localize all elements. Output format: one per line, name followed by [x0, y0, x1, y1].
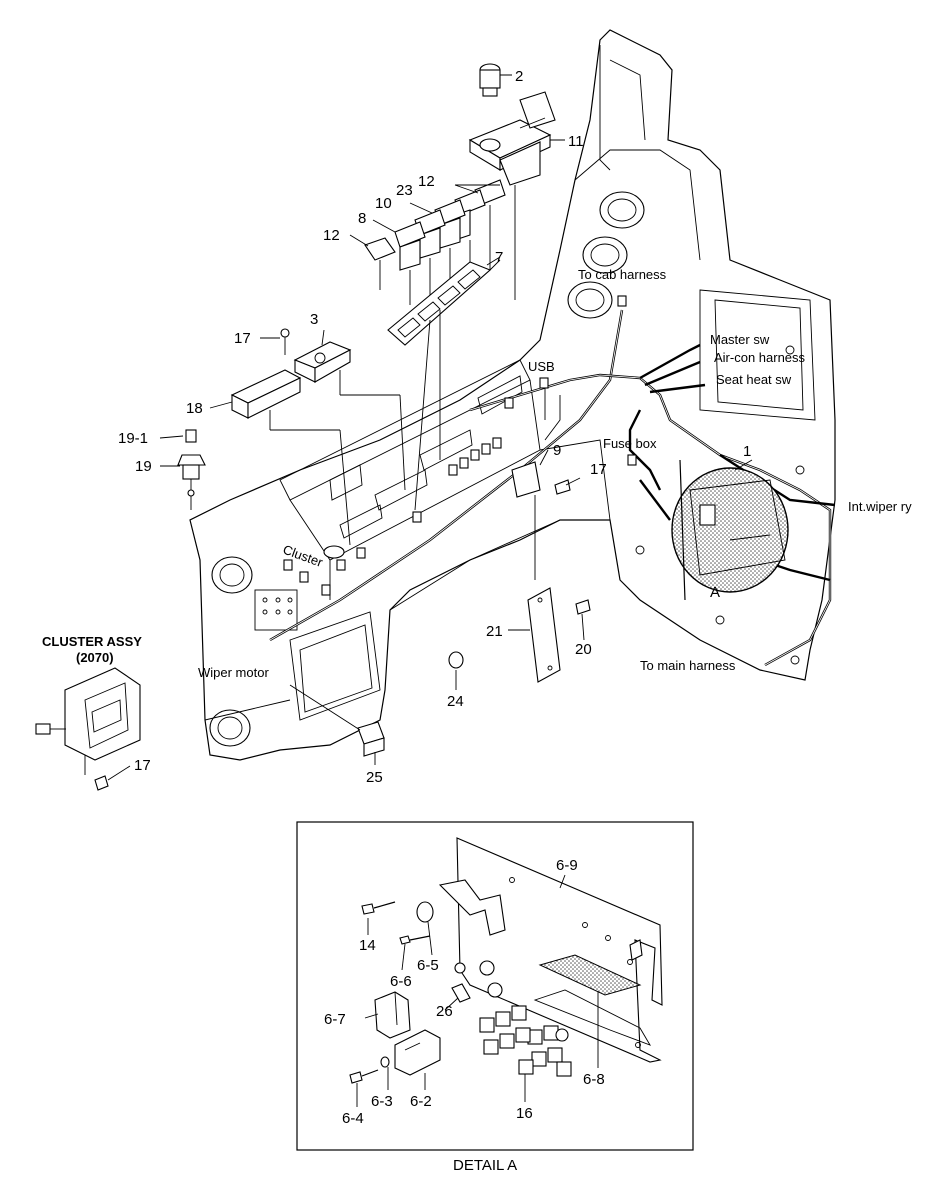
- callout-25: 25: [366, 769, 383, 786]
- label-to-cab-harness: To cab harness: [578, 267, 667, 282]
- cluster-assy: [35, 667, 141, 791]
- callout-20: 20: [575, 641, 592, 658]
- label-wiper-motor: Wiper motor: [198, 665, 269, 680]
- callout-1: 1: [743, 443, 751, 460]
- callout-numbers: 2 11 12 23 10 8 12 7 3 17 18 19-1 19 9 1…: [118, 68, 751, 786]
- callout-17-a: 17: [234, 330, 251, 347]
- callout-21: 21: [486, 623, 503, 640]
- label-aircon-harness: Air-con harness: [714, 350, 806, 365]
- detail-callout-16: 16: [516, 1105, 533, 1122]
- detail-callout-6-4: 6-4: [342, 1110, 364, 1127]
- label-fuse-box: Fuse box: [603, 436, 657, 451]
- detail-callout-6-6: 6-6: [390, 973, 412, 990]
- detail-callout-6-9: 6-9: [556, 857, 578, 874]
- part-17-screws: [280, 328, 571, 495]
- callout-11: 11: [568, 133, 584, 150]
- detail-callout-6-5: 6-5: [417, 957, 439, 974]
- detail-callout-14: 14: [359, 937, 376, 954]
- label-seat-heat-sw: Seat heat sw: [716, 372, 792, 387]
- label-cluster-assy: CLUSTER ASSY: [42, 634, 142, 649]
- callout-7: 7: [495, 249, 503, 266]
- detail-callout-6-7: 6-7: [324, 1011, 346, 1028]
- callout-A: A: [710, 584, 720, 601]
- callout-12-left: 12: [323, 227, 340, 244]
- callout-18: 18: [186, 400, 203, 417]
- leader-lines: [107, 74, 753, 781]
- part-21-plate: [527, 587, 561, 683]
- part-24-grommet: [448, 651, 464, 669]
- callout-3: 3: [310, 311, 318, 328]
- callout-8: 8: [358, 210, 366, 227]
- detail-callout-26: 26: [436, 1003, 453, 1020]
- callout-19-1: 19-1: [118, 430, 148, 447]
- part-20-screw: [575, 599, 591, 615]
- part-18-block: [230, 369, 351, 546]
- relay-block-16: [479, 1005, 572, 1077]
- exploded-parts: [177, 63, 591, 757]
- callout-17-b: 17: [590, 461, 607, 478]
- callout-12-top: 12: [418, 173, 435, 190]
- callout-17-c: 17: [134, 757, 151, 774]
- part-3-switch: [293, 341, 406, 491]
- part-11-housing: [468, 91, 565, 300]
- rocker-switches: [364, 179, 506, 305]
- detail-a-box: 6-9 14 6-5 6-6 26 6-7 6-3 6-2 6-4 16 6-8: [296, 821, 694, 1151]
- callout-19: 19: [135, 458, 152, 475]
- part-25-connector: [357, 721, 385, 757]
- console-panel: [189, 29, 836, 761]
- callout-9: 9: [553, 442, 561, 459]
- part-7-bezel: [387, 259, 501, 511]
- label-master-sw: Master sw: [710, 332, 770, 347]
- detail-callout-6-8: 6-8: [583, 1071, 605, 1088]
- label-cluster-assy-code: (2070): [76, 650, 114, 665]
- detail-a-caption: DETAIL A: [453, 1157, 517, 1174]
- label-int-wiper-ry: Int.wiper ry: [848, 499, 912, 514]
- part-19-key-switch: [177, 429, 206, 510]
- detail-callout-6-3: 6-3: [371, 1093, 393, 1110]
- label-usb: USB: [528, 359, 555, 374]
- callout-24: 24: [447, 693, 464, 710]
- part-9-module: [511, 461, 541, 580]
- callout-23: 23: [396, 182, 413, 199]
- detail-callout-6-2: 6-2: [410, 1093, 432, 1110]
- callout-10: 10: [375, 195, 392, 212]
- harness-labels: To cab harness Master sw Air-con harness…: [42, 267, 912, 680]
- callout-2: 2: [515, 68, 523, 85]
- fuse-panel-detail-a: [671, 459, 789, 601]
- part-2-lighter: [479, 63, 512, 97]
- label-to-main-harness: To main harness: [640, 658, 736, 673]
